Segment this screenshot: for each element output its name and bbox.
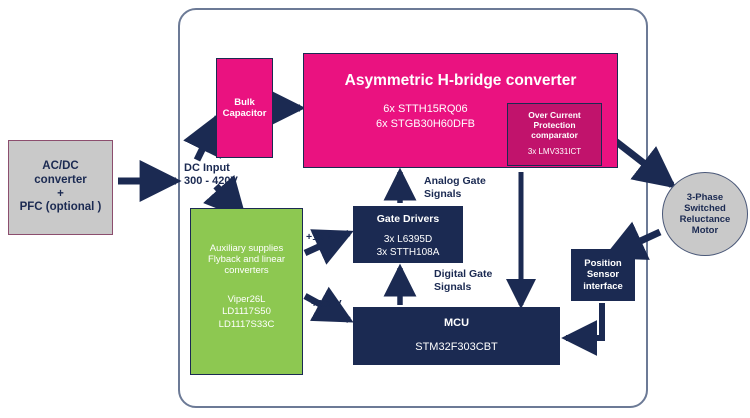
digital-line2: Signals — [434, 280, 472, 293]
mcu-title: MCU — [443, 317, 470, 329]
bulk-line2: Capacitor — [222, 108, 267, 119]
gate-drivers-title: Gate Drivers — [376, 213, 440, 225]
hbridge-title: Asymmetric H-bridge converter — [344, 72, 577, 89]
block-acdc-converter[interactable]: AC/DC converter + PFC (optional ) — [8, 140, 113, 235]
bulk-line1: Bulk — [234, 96, 255, 108]
label-digital-gate-signals: Digital Gate Signals — [434, 268, 492, 293]
block-bulk-capacitor[interactable]: Bulk Capacitor — [216, 58, 273, 158]
motor-line2: Switched — [684, 202, 726, 214]
ocp-part: 3x LMV331ICT — [527, 147, 582, 157]
position-sensor-line1: Position — [584, 258, 622, 270]
label-33v: +3.3 V — [311, 298, 342, 310]
aux-parts: Viper26L LD1117S50 LD1117S33C — [219, 294, 275, 332]
gate-drivers-part2: 3x STTH108A — [376, 247, 440, 259]
label-analog-gate-signals: Analog Gate Signals — [424, 175, 486, 200]
acdc-line4: PFC (optional ) — [19, 201, 102, 214]
ocp-line2: Protection — [533, 120, 576, 131]
label-dc-input: DC Input 300 - 420V — [184, 162, 238, 188]
hbridge-part2: 6x STGB30H60DFB — [375, 118, 476, 131]
motor-line4: Motor — [691, 225, 719, 237]
digital-line1: Digital Gate — [434, 268, 493, 280]
acdc-line3: + — [57, 187, 64, 200]
aux-part3: LD1117S33C — [218, 319, 275, 331]
hbridge-part1: 6x STTH15RQ06 — [383, 103, 468, 116]
hbridge-parts: 6x STTH15RQ06 6x STGB30H60DFB — [376, 102, 475, 132]
analog-line2: Signals — [424, 187, 462, 200]
ocp-line3: comparator — [531, 130, 578, 141]
position-sensor-line3: interface — [583, 280, 623, 292]
acdc-line1: AC/DC — [42, 160, 79, 173]
aux-line2: Flyback and linear — [207, 254, 286, 266]
dc-input-line2: 300 - 420V — [184, 175, 238, 188]
analog-line1: Analog Gate — [424, 175, 486, 187]
label-15v: +15 V — [306, 231, 334, 243]
aux-part2: LD1117S50 — [222, 306, 271, 318]
aux-part1: Viper26L — [227, 293, 266, 305]
gate-drivers-part1: 3x L6395D — [383, 234, 433, 246]
ocp-line1: Over Current — [528, 110, 581, 120]
acdc-line2: converter — [34, 173, 87, 186]
block-position-sensor-interface[interactable]: Position Sensor interface — [571, 249, 635, 301]
gate-drivers-parts: 3x L6395D 3x STTH108A — [377, 233, 440, 259]
block-auxiliary-supplies[interactable]: Auxiliary supplies Flyback and linear co… — [190, 208, 303, 375]
block-3phase-switched-reluctance-motor[interactable]: 3-Phase Switched Reluctance Motor — [662, 172, 748, 256]
motor-line3: Reluctance — [679, 214, 731, 225]
block-gate-drivers[interactable]: Gate Drivers 3x L6395D 3x STTH108A — [353, 206, 463, 263]
aux-line3: converters — [224, 265, 269, 277]
mcu-part: STM32F303CBT — [415, 340, 498, 353]
block-mcu[interactable]: MCU STM32F303CBT — [353, 307, 560, 365]
dc-input-line1: DC Input — [184, 162, 230, 174]
aux-line1: Auxiliary supplies — [209, 243, 284, 254]
motor-line1: 3-Phase — [686, 191, 724, 203]
system-boundary-frame — [178, 8, 648, 408]
block-over-current-protection-comparator[interactable]: Over Current Protection comparator 3x LM… — [507, 103, 602, 166]
position-sensor-line2: Sensor — [586, 269, 620, 281]
